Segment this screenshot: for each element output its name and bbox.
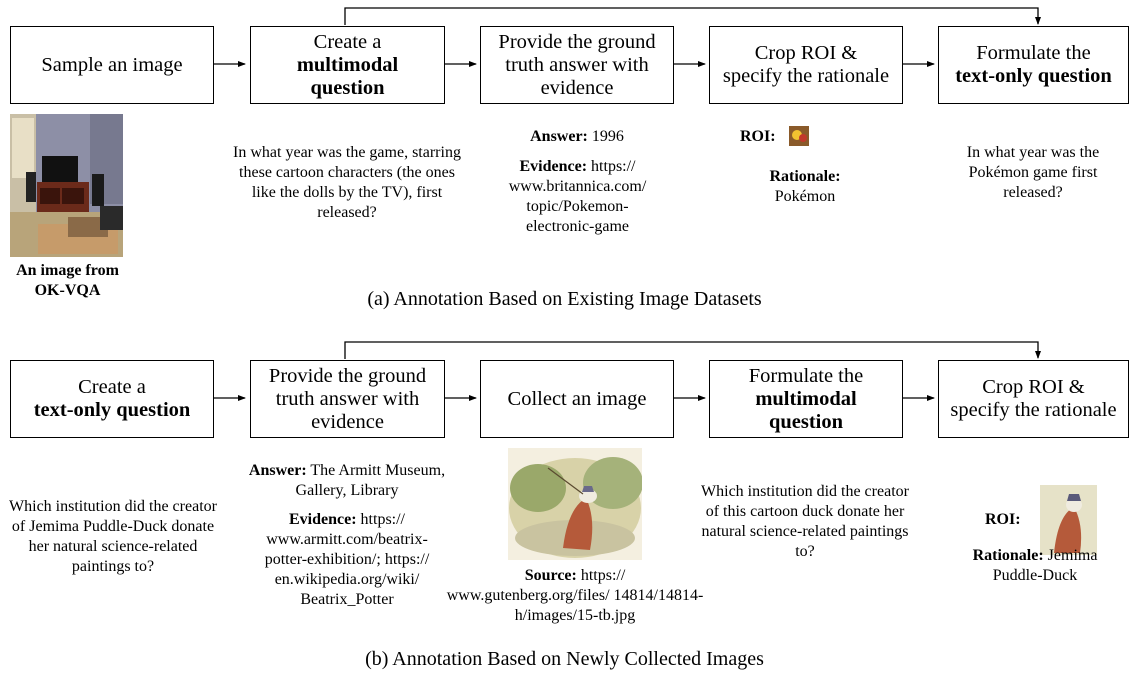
rationale-label: Rationale: [972,547,1044,564]
rationale-block-b: Rationale: Jemima Puddle-Duck [955,546,1115,586]
arrow-a-skip [344,7,1041,25]
step-label-line: multimodal [296,53,399,76]
step-label-line: Provide the ground [268,364,427,387]
multimodal-question-a: In what year was the game, starring thes… [233,144,461,221]
answer-label: Answer: [248,462,307,479]
answer-block-a: Answer: 1996 [482,127,672,147]
step-label-line: Sample an image [41,53,183,76]
rationale-block-a: Rationale: Pokémon [740,167,870,207]
answer-label: Answer: [530,128,588,145]
okvqa-image-caption: An image from OK-VQA [16,262,119,299]
step-label-line: Formulate the [976,42,1091,64]
step-label-line: text-only question [955,65,1112,87]
step-label-line: Collect an image [507,387,647,410]
jemima-illustration-image [508,448,642,560]
step-label-line: multimodal [755,387,857,410]
evidence-block-b: Evidence: https:// www.armitt.com/beatri… [252,510,442,610]
step-label-line: Crop ROI & [982,376,1085,398]
evidence-block-a: Evidence: https:// www.britannica.com/ t… [495,157,660,237]
answer-block-b: Answer: The Armitt Museum, Gallery, Libr… [242,461,452,501]
step-a-4-box: Crop ROI & specify the rationale [709,26,903,104]
evidence-label: Evidence: [519,158,588,175]
source-block-b: Source: https:// www.gutenberg.org/files… [445,566,705,626]
answer-value: The Armitt Museum, Gallery, Library [295,462,446,499]
step-label-line: truth answer with [505,53,649,76]
roi-label: ROI: [985,511,1021,528]
step-a-1-box: Sample an image [10,26,214,104]
source-value: https:// www.gutenberg.org/files/ 14814/… [446,567,704,624]
okvqa-room-image [10,114,123,257]
step-label-line: question [768,410,844,433]
roi-label: ROI: [740,128,776,145]
step-label-line: specify the rationale [722,65,890,87]
text-only-question-a: In what year was the Pokémon game first … [966,144,1100,201]
step-a-3-box: Provide the ground truth answer with evi… [480,26,674,104]
step-label-line: Create a [313,30,382,53]
roi-crop-jemima [1040,485,1097,555]
rationale-label: Rationale: [769,168,841,185]
arrow-b-skip [344,341,1041,359]
step-label-line: evidence [311,410,384,433]
answer-value: 1996 [591,128,624,145]
source-label: Source: [524,567,577,584]
roi-crop-pokemon [789,126,809,146]
step-b-3-box: Collect an image [480,360,674,438]
step-b-5-box: Crop ROI & specify the rationale [938,360,1129,438]
roi-block-b: ROI: [985,510,1035,530]
step-label-line: Create a [78,376,146,398]
step-label-line: Crop ROI & [754,42,858,64]
evidence-value: https:// www.armitt.com/beatrix-potter-e… [264,511,430,608]
roi-block-a: ROI: [740,127,840,147]
step-label-line: truth answer with [275,387,420,410]
step-b-1-box: Create a text-only question [10,360,214,438]
step-label-line: Provide the ground [498,30,656,53]
step-label-line: evidence [540,76,614,99]
step-label-line: Formulate the [748,364,864,387]
evidence-value: https:// www.britannica.com/ topic/Pokem… [508,158,647,235]
step-b-2-box: Provide the ground truth answer with evi… [250,360,445,438]
step-label-line: text-only question [33,399,191,421]
step-label-line: question [310,76,385,99]
rationale-value: Jemima Puddle-Duck [992,547,1098,584]
step-a-2-box: Create a multimodal question [250,26,445,104]
caption-b: (b) Annotation Based on Newly Collected … [365,648,764,670]
text-only-question-b: Which institution did the creator of Jem… [9,498,217,575]
step-label-line: specify the rationale [950,399,1117,421]
step-a-5-box: Formulate the text-only question [938,26,1129,104]
evidence-label: Evidence: [289,511,357,528]
step-b-4-box: Formulate the multimodal question [709,360,903,438]
caption-a: (a) Annotation Based on Existing Image D… [367,288,762,310]
rationale-value: Pokémon [774,188,836,205]
multimodal-question-b: Which institution did the creator of thi… [701,483,909,560]
